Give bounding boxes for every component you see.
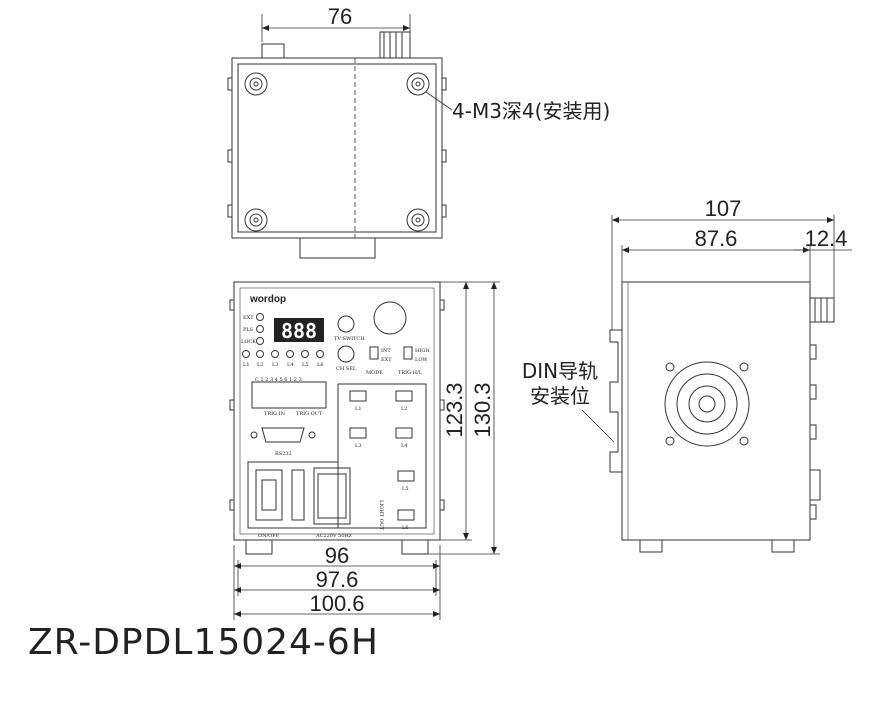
din-note-line2: 安装位 bbox=[530, 384, 590, 408]
ext-label: EXT bbox=[381, 357, 392, 363]
led-l5-label: L5 bbox=[302, 362, 309, 368]
label-lock: LOCK bbox=[241, 339, 256, 345]
out-l5: L5 bbox=[402, 486, 409, 492]
int-label: INT bbox=[381, 348, 391, 354]
low-label: LOW bbox=[415, 357, 428, 363]
dim-width bbox=[233, 545, 441, 620]
model-number: ZR-DPDL15024-6H bbox=[28, 622, 379, 663]
rs232-label: RS232 bbox=[275, 451, 292, 457]
trig-in-label: TRIG IN bbox=[264, 411, 286, 417]
terminal-numbers: C 1 2 3 4 5 6 1 2 3 bbox=[255, 377, 302, 383]
dim-width-mid: 97.6 bbox=[316, 567, 359, 592]
trig-out-label: TRIG OUT bbox=[296, 411, 323, 417]
led-l6-label: L6 bbox=[317, 362, 324, 368]
led-l1-label: L1 bbox=[243, 362, 250, 368]
din-note-line1: DIN导轨 bbox=[522, 359, 598, 383]
dim-width-outer: 100.6 bbox=[309, 591, 364, 616]
label-ext: EXT bbox=[243, 315, 254, 321]
front-view bbox=[229, 281, 445, 555]
seven-seg-display bbox=[274, 318, 324, 342]
out-l6: L6 bbox=[402, 525, 409, 531]
side-view bbox=[609, 281, 835, 553]
ac-input-label: AC220V 50Hz bbox=[315, 533, 352, 539]
light-out-label: LIGHT OUT bbox=[378, 500, 384, 531]
out-l4: L4 bbox=[401, 443, 408, 449]
out-l2: L2 bbox=[401, 406, 408, 412]
high-label: HIGH bbox=[415, 348, 430, 354]
dim-top-width bbox=[261, 14, 411, 42]
dim-overall-depth: 107 bbox=[705, 196, 742, 221]
brand-logo: wordop bbox=[249, 294, 286, 305]
mount-hole-leader bbox=[425, 91, 453, 111]
out-l1: L1 bbox=[355, 406, 362, 412]
mount-hole-note: 4-M3深4(安装用) bbox=[452, 99, 610, 123]
dim-height-total: 130.3 bbox=[470, 382, 495, 437]
dim-height-body: 123.3 bbox=[442, 382, 467, 437]
dim-depth bbox=[611, 215, 852, 330]
led-l2-label: L2 bbox=[257, 362, 264, 368]
top-view bbox=[227, 31, 447, 259]
dim-width-inner: 96 bbox=[325, 543, 349, 568]
display-value: 888 bbox=[281, 319, 317, 343]
trig-hl-label: TRIG H/L bbox=[398, 370, 423, 376]
dim-knob-offset: 12.4 bbox=[805, 226, 848, 251]
label-pls: PLS bbox=[243, 327, 254, 333]
out-l3: L3 bbox=[355, 443, 362, 449]
led-l4-label: L4 bbox=[287, 362, 294, 368]
led-l3-label: L3 bbox=[272, 362, 279, 368]
dim-body-depth: 87.6 bbox=[695, 226, 738, 251]
ch-sel-label: CH SEL bbox=[336, 366, 357, 372]
on-off-label: ON/OFF bbox=[258, 533, 280, 539]
mode-label: MODE bbox=[366, 370, 383, 376]
tv-switch-label: TV SWITCH bbox=[334, 336, 365, 342]
dim-top-width-label: 76 bbox=[328, 4, 352, 29]
din-leader bbox=[581, 409, 615, 443]
